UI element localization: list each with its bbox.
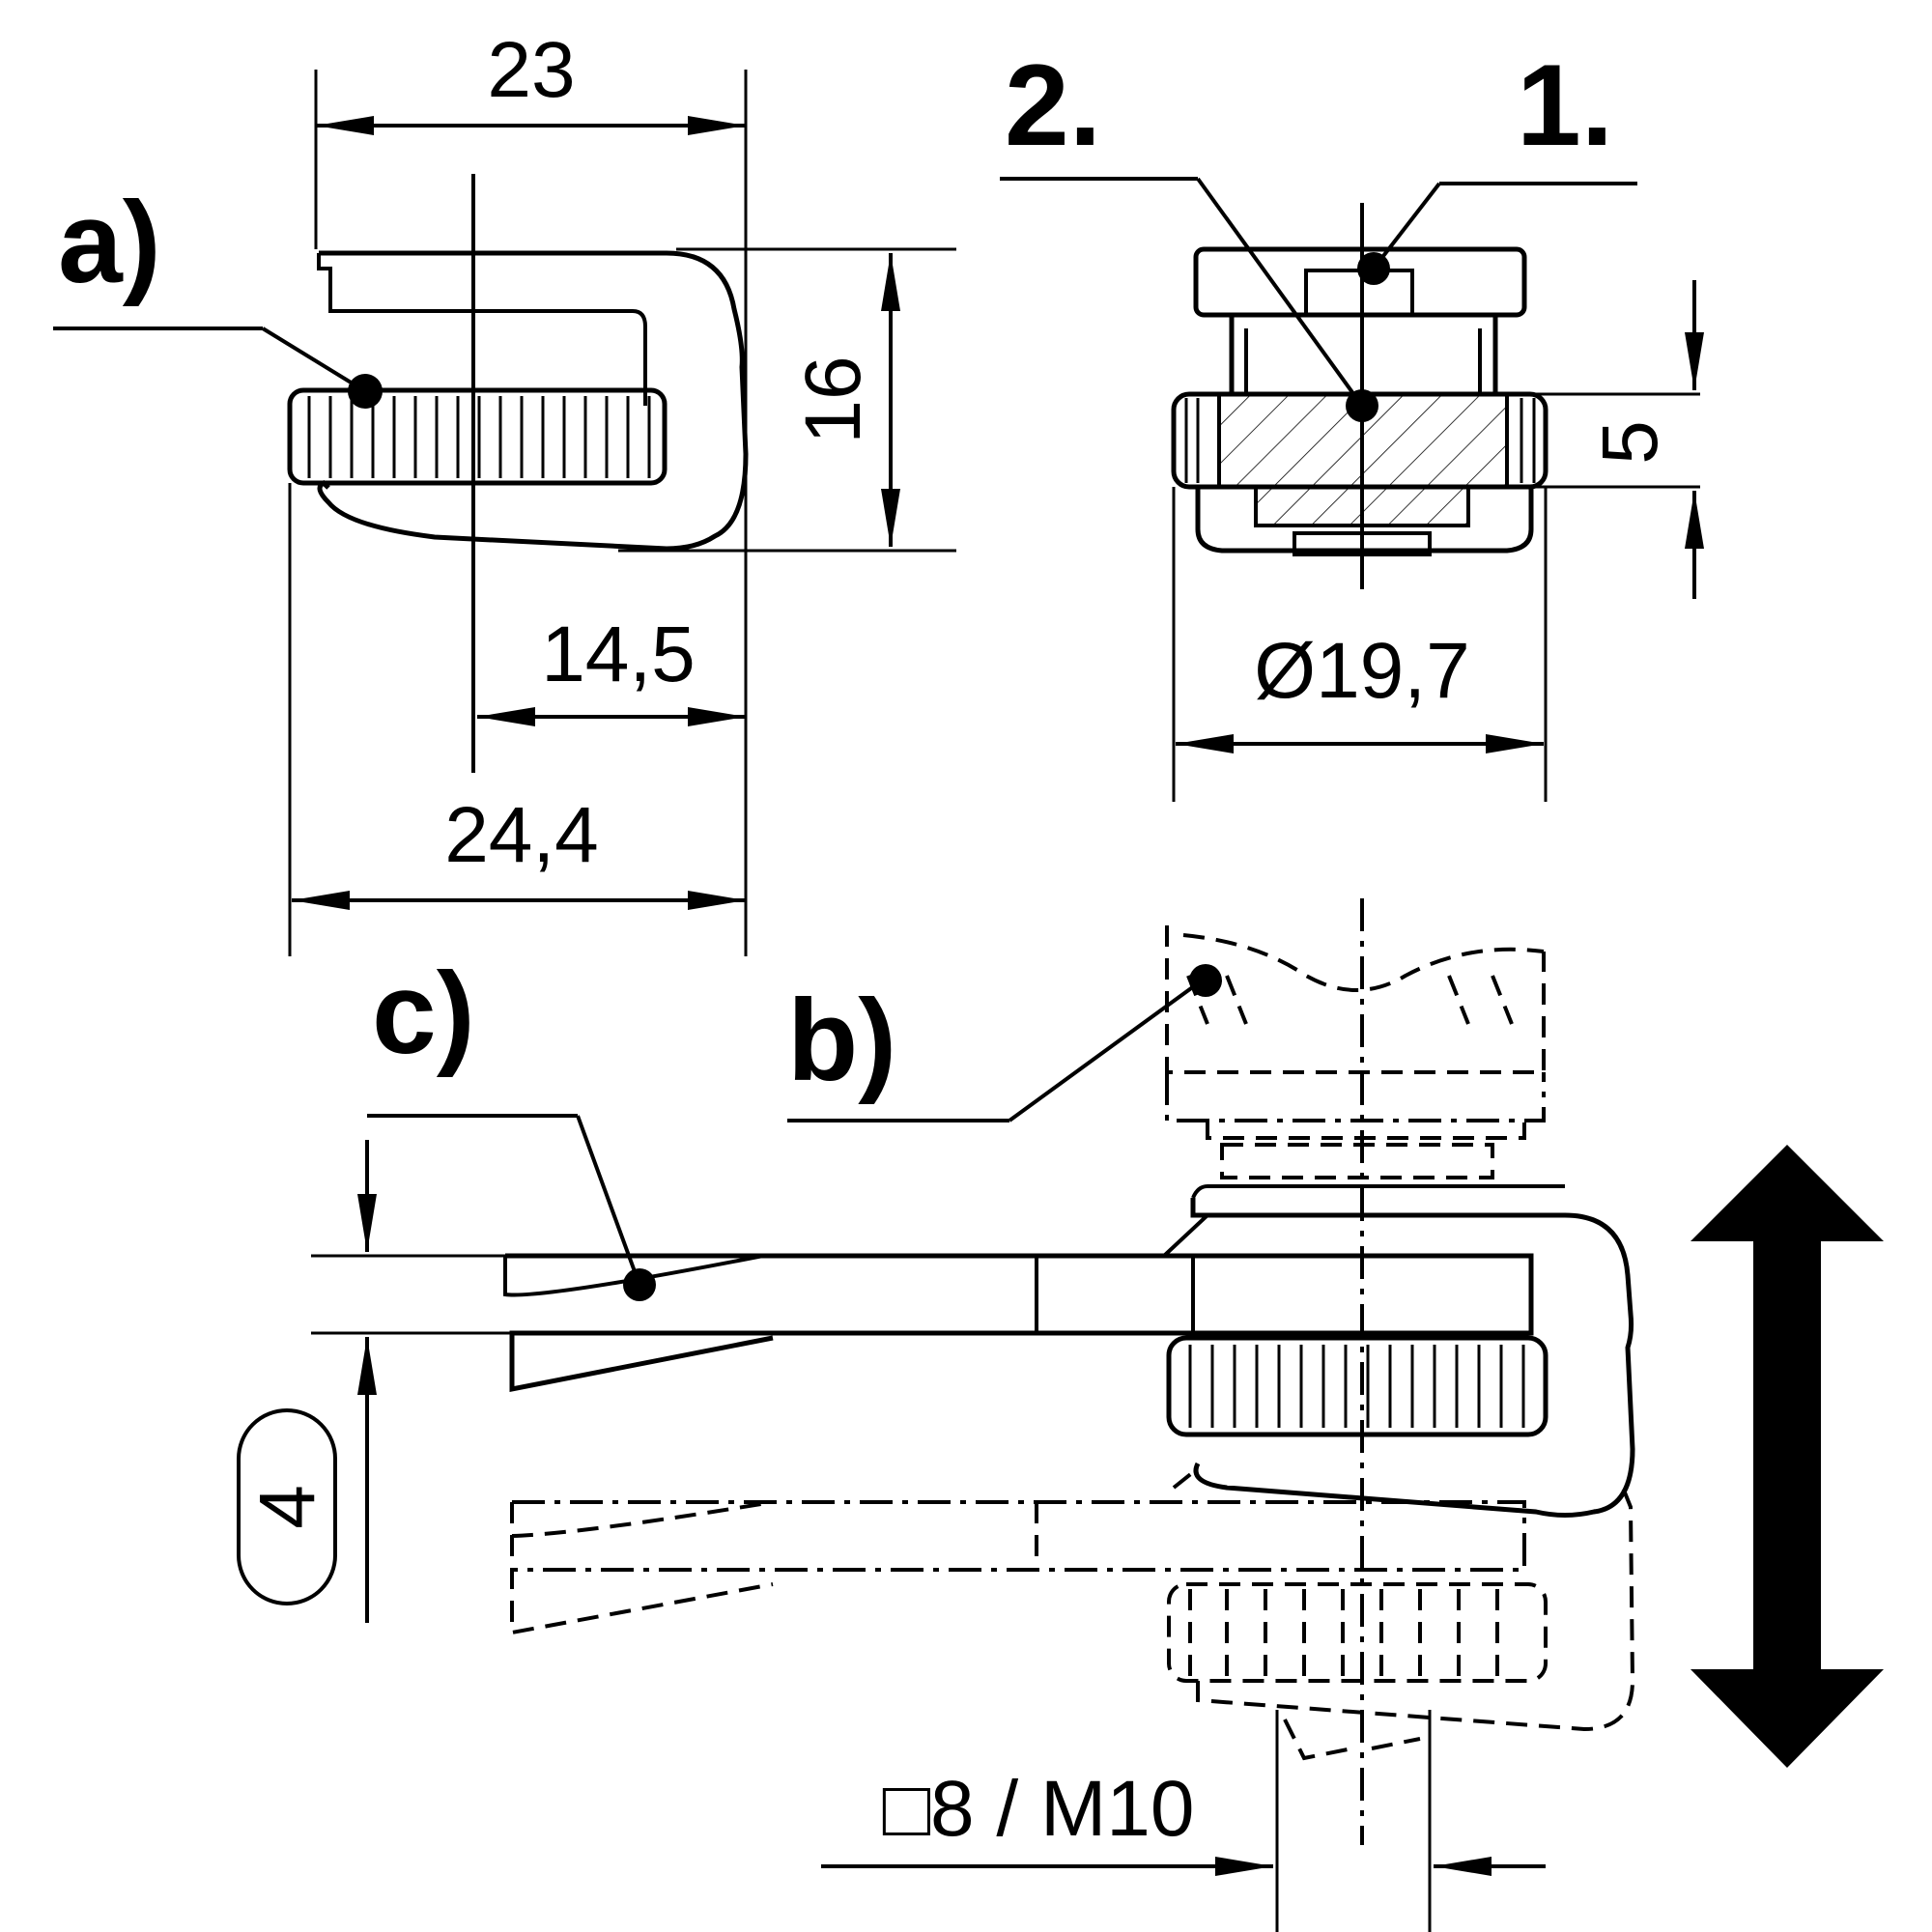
view-front-section: 2. 1. 5 Ø19,7 [1000, 41, 1704, 802]
knurl-lines-a [307, 396, 651, 478]
clip-body-assembly [1190, 1198, 1635, 1518]
knurled-nut-a [287, 387, 668, 486]
dim-14-5: 14,5 [541, 611, 696, 698]
dim-24-4: 24,4 [444, 791, 599, 879]
clip-body [317, 250, 749, 552]
label-step-1: 1. [1517, 41, 1613, 170]
label-c: c) [372, 949, 475, 1078]
label-step-2: 2. [1005, 41, 1101, 170]
dim-diameter: Ø19,7 [1254, 627, 1469, 715]
dim-23: 23 [487, 26, 575, 114]
label-a: a) [58, 178, 161, 307]
dim-5: 5 [1586, 420, 1674, 465]
movement-arrow [1690, 1145, 1884, 1768]
view-assembly: b) 4 c) [237, 898, 1884, 1932]
callout-4: 4 [243, 1485, 331, 1529]
dim-16: 16 [789, 355, 877, 443]
knurled-nut-assembly [1166, 1335, 1548, 1437]
dim-thread: □8 / M10 [883, 1765, 1195, 1853]
view-a-side: 23 16 a) 14,5 24,4 [53, 26, 956, 956]
label-b: b) [787, 976, 896, 1105]
